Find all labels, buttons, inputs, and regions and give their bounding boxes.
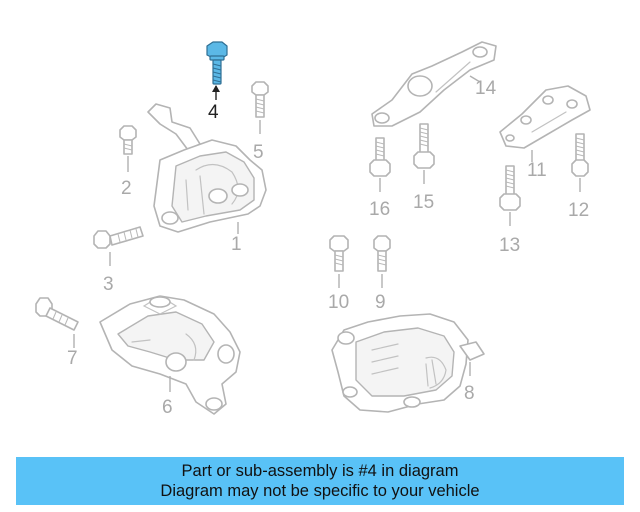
callout-12[interactable]: 12 xyxy=(568,200,589,221)
part-15-bolt[interactable] xyxy=(413,123,435,169)
part-12-bolt[interactable] xyxy=(571,133,589,177)
callout-14[interactable]: 14 xyxy=(475,78,497,99)
callout-11[interactable]: 11 xyxy=(527,160,547,181)
callout-9[interactable]: 9 xyxy=(375,292,386,313)
callout-arrow-14 xyxy=(469,75,481,83)
callout-2[interactable]: 2 xyxy=(121,178,132,199)
part-13-bolt[interactable] xyxy=(499,165,521,211)
parts-diagram: 4 5 2 1 3 7 xyxy=(35,41,591,418)
part-5-bolt[interactable] xyxy=(251,81,269,118)
banner-line-part: Part or sub-assembly is #4 in diagram xyxy=(181,462,459,480)
callout-16[interactable]: 16 xyxy=(369,199,390,220)
part-9-bolt[interactable] xyxy=(373,235,391,272)
callout-15[interactable]: 15 xyxy=(413,192,434,213)
callout-6[interactable]: 6 xyxy=(162,397,173,418)
part-1-engine-mount[interactable] xyxy=(147,103,267,233)
part-6-bracket[interactable] xyxy=(99,295,241,415)
callout-1[interactable]: 1 xyxy=(231,234,242,255)
part-3-bolt[interactable] xyxy=(93,226,144,249)
part-11-bracket-plate[interactable] xyxy=(499,85,591,149)
callout-10[interactable]: 10 xyxy=(328,292,349,313)
part-2-bolt[interactable] xyxy=(119,125,137,155)
callout-13[interactable]: 13 xyxy=(499,235,520,256)
callout-3[interactable]: 3 xyxy=(103,274,114,295)
part-8-transmission-mount[interactable] xyxy=(331,313,485,413)
info-banner: Part or sub-assembly is #4 in diagram Di… xyxy=(16,457,624,505)
callout-8[interactable]: 8 xyxy=(464,383,475,404)
part-4-bolt-highlighted[interactable] xyxy=(206,41,228,85)
callout-7[interactable]: 7 xyxy=(67,348,78,369)
callout-4[interactable]: 4 xyxy=(208,102,219,123)
part-7-bolt[interactable] xyxy=(35,297,79,331)
callout-5[interactable]: 5 xyxy=(253,142,264,163)
callout-arrow-4 xyxy=(212,85,220,100)
part-10-bolt[interactable] xyxy=(329,235,349,272)
part-14-torque-rod[interactable] xyxy=(371,41,497,127)
banner-line-disclaimer: Diagram may not be specific to your vehi… xyxy=(160,482,480,500)
part-16-bolt[interactable] xyxy=(369,137,391,177)
